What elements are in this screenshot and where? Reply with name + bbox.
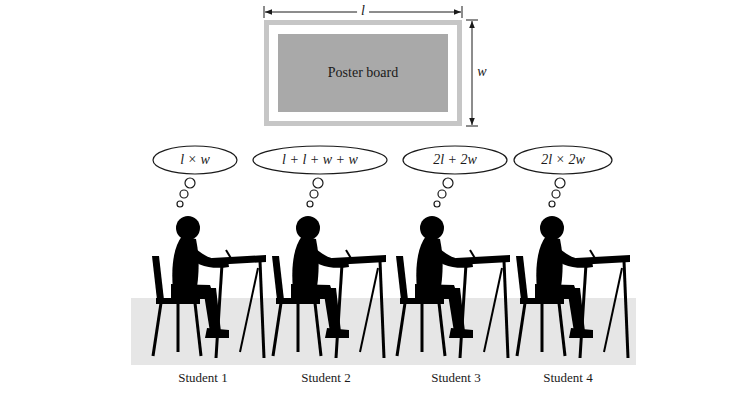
thought-bubble: l × w — [152, 145, 238, 175]
bubble-ellipse — [153, 146, 237, 174]
board-label: Poster board — [328, 65, 398, 81]
formula-text: 2l × 2w — [541, 152, 585, 168]
student-label: Student 1 — [178, 371, 227, 385]
thought-dots — [177, 178, 565, 207]
formula-text: l + l + w + w — [282, 152, 358, 168]
student-silhouette — [516, 216, 630, 358]
dimension-width — [466, 20, 478, 126]
poster-board: Poster board — [264, 20, 462, 126]
bubble-ellipse — [514, 146, 612, 174]
dimension-label: w — [477, 64, 486, 79]
dimension-label: l — [357, 3, 369, 18]
thought-bubble: 2l + 2w — [402, 145, 508, 175]
student-label: Student 3 — [431, 371, 480, 385]
formula-text: l × w — [180, 152, 210, 168]
bubble-ellipse — [253, 146, 387, 174]
student-label: Student 4 — [543, 371, 592, 385]
formula-text: 2l + 2w — [433, 152, 477, 168]
student-label: Student 2 — [301, 371, 350, 385]
student-silhouette — [272, 216, 386, 358]
thought-bubble: l + l + w + w — [252, 145, 388, 175]
thought-bubble: 2l × 2w — [513, 145, 613, 175]
student-silhouette — [152, 216, 266, 358]
student-silhouette — [396, 216, 510, 358]
bubble-ellipse — [403, 146, 507, 174]
